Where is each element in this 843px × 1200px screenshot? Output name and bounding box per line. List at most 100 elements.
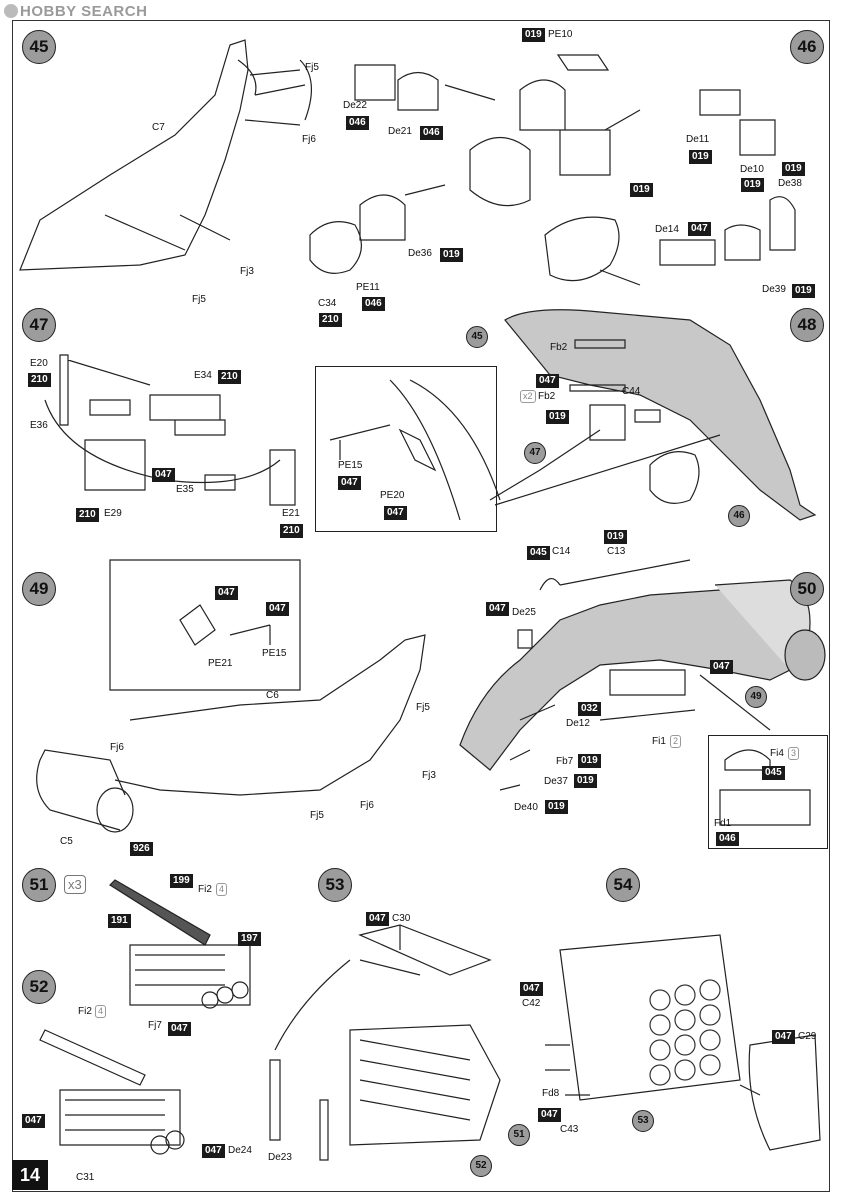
step-49-number: 49 [22,572,56,606]
part-label: De11 [686,134,710,145]
sprue-code: 210 [28,373,51,387]
sprue-code: 019 [604,530,627,544]
step-51-number: 51 [22,868,56,902]
part-label: E35 [176,484,194,495]
part-label: De37 [544,776,568,787]
part-label: C14 [552,546,571,557]
sprue-code: 019 [741,178,764,192]
part-label: Fj3 [422,770,436,781]
step-54-number: 54 [606,868,640,902]
part-label: E21 [282,508,300,519]
part-label: PE15 [262,648,287,659]
part-label: E36 [30,420,48,431]
step-50-number: 50 [790,572,824,606]
sprue-code: 019 [440,248,463,262]
quantity-badge: 4 [216,883,228,896]
sprue-code: 199 [170,874,193,888]
sprue-code: 019 [522,28,545,42]
part-label: C7 [152,122,165,133]
sprue-code: 045 [527,546,550,560]
part-label: De23 [268,1152,292,1163]
part-label: E34 [194,370,212,381]
part-label: Fj6 [110,742,124,753]
part-label: C30 [392,913,411,924]
part-label: Fj5 [192,294,206,305]
part-label: PE11 [356,282,380,293]
callout-step-53: 53 [632,1110,654,1132]
callout-step-46: 46 [728,505,750,527]
part-label: Fb2 [538,391,556,402]
sprue-code: 019 [546,410,569,424]
hobby-search-logo-icon [4,4,18,18]
watermark: HOBBY SEARCH [4,3,147,20]
part-label: PE15 [338,460,363,471]
callout-step-51: 51 [508,1124,530,1146]
sprue-code: 210 [319,313,342,327]
sprue-code: 047 [366,912,389,926]
sprue-code: 926 [130,842,153,856]
detail-inset-fi4 [708,735,828,849]
part-label: E29 [104,508,122,519]
sprue-code: 047 [520,982,543,996]
sprue-code: 047 [486,602,509,616]
detail-inset-pe20 [315,366,497,532]
page-number: 14 [12,1160,48,1190]
step-47-number: 47 [22,308,56,342]
step-52-number: 52 [22,970,56,1004]
step-51-quantity: x3 [64,875,86,894]
step-45-number: 45 [22,30,56,64]
sprue-code: 210 [76,508,99,522]
callout-step-52: 52 [470,1155,492,1177]
sprue-code: 047 [338,476,361,490]
part-label: Fj7 [148,1020,162,1031]
sprue-code: 047 [215,586,238,600]
sprue-code: 047 [152,468,175,482]
sprue-code: 210 [280,524,303,538]
sprue-code: 210 [218,370,241,384]
part-label: Fj5 [310,810,324,821]
sprue-code: 047 [772,1030,795,1044]
part-label: De24 [228,1145,252,1156]
page-border [12,20,830,1192]
part-label: C42 [522,998,541,1009]
sprue-code: 047 [536,374,559,388]
part-label: De40 [514,802,538,813]
part-label: De39 [762,284,786,295]
part-label: C13 [607,546,626,557]
part-label: De10 [740,164,764,175]
part-label: De25 [512,607,536,618]
part-label: PE21 [208,658,233,669]
part-label: Fb2 [550,342,568,353]
part-label: Fj6 [302,134,316,145]
sprue-code: 047 [384,506,407,520]
callout-step-49: 49 [745,686,767,708]
sprue-code: 032 [578,702,601,716]
part-label: C34 [318,298,337,309]
sprue-code: 045 [762,766,785,780]
part-label: Fj3 [240,266,254,277]
part-label: Fd8 [542,1088,560,1099]
sprue-code: 047 [266,602,289,616]
part-label: C29 [798,1031,817,1042]
part-label: De22 [343,100,367,111]
part-label: Fd1 [714,818,732,829]
quantity-badge: x2 [520,390,536,403]
sprue-code: 019 [782,162,805,176]
callout-step-47: 47 [524,442,546,464]
part-label: PE10 [548,29,573,40]
step-46-number: 46 [790,30,824,64]
step-53-number: 53 [318,868,352,902]
sprue-code: 019 [630,183,653,197]
sprue-code: 019 [689,150,712,164]
sprue-code: 197 [238,932,261,946]
part-label: De38 [778,178,802,189]
sprue-code: 047 [538,1108,561,1122]
step-48-number: 48 [790,308,824,342]
part-label: Fj6 [360,800,374,811]
sprue-code: 047 [688,222,711,236]
part-label: De36 [408,248,432,259]
sprue-code: 019 [545,800,568,814]
quantity-badge: 3 [788,747,800,760]
part-label: Fj5 [416,702,430,713]
sprue-code: 047 [710,660,733,674]
